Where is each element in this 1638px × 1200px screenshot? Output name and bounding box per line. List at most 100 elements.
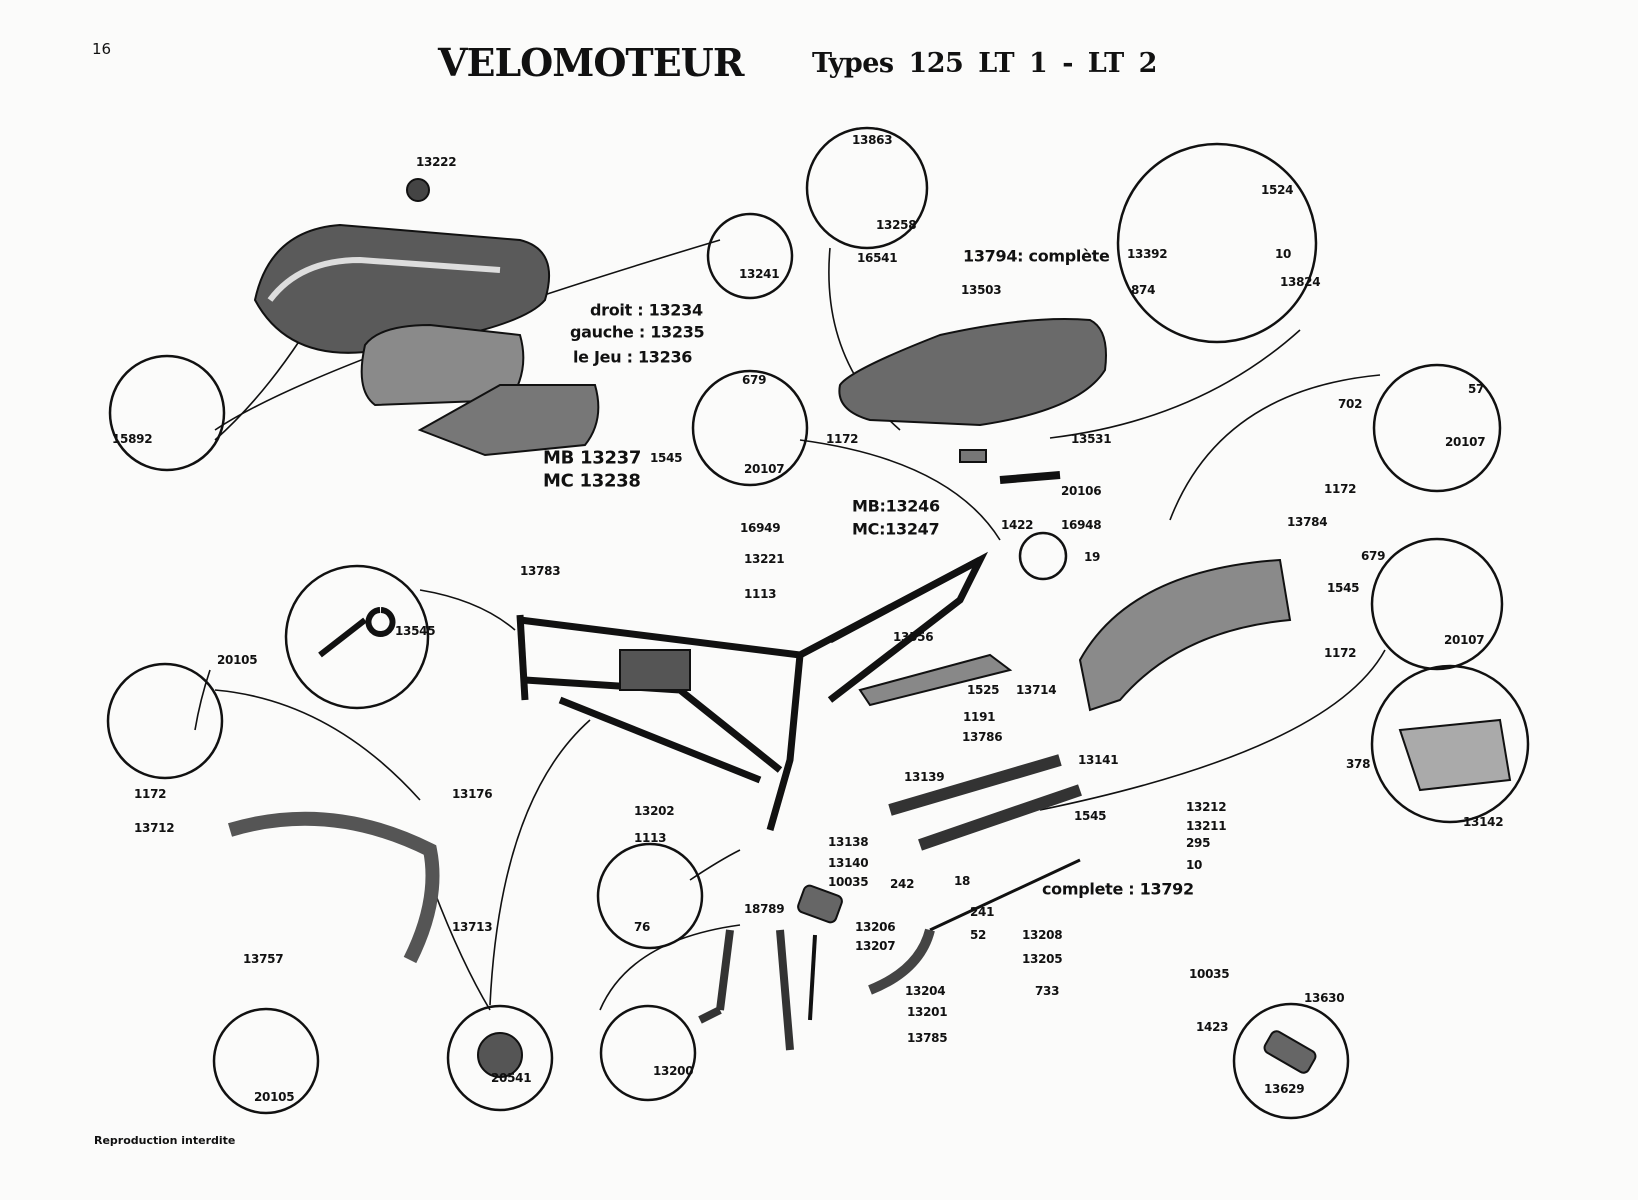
spring-13201 <box>808 934 817 1021</box>
part-number-label: 20107 <box>744 462 785 476</box>
seat <box>838 318 1107 427</box>
swing-arm-end <box>1398 718 1512 792</box>
part-number-label: 13713 <box>452 920 493 934</box>
part-number-label: 378 <box>1346 757 1371 771</box>
detail-circle-tank-bolt <box>108 354 226 472</box>
part-number-label: 13205 <box>1022 952 1063 966</box>
part-number-label: 679 <box>1361 549 1386 563</box>
frame <box>516 551 989 831</box>
chain-guard-13714 <box>858 653 1013 707</box>
detail-circle-seat-mount <box>691 369 809 487</box>
part-number-label: 1545 <box>1327 581 1360 595</box>
part-number-label: 241 <box>970 905 995 919</box>
detail-circle-13200 <box>599 1004 697 1102</box>
part-number-label: 1545 <box>1074 809 1107 823</box>
part-number-label: 10035 <box>1189 967 1230 981</box>
key-13545 <box>318 607 396 658</box>
part-number-label: 15892 <box>112 432 153 446</box>
kickstand-13785 <box>698 929 794 1051</box>
part-number-label: 13786 <box>962 730 1003 744</box>
swing-arm-13786 <box>888 754 1082 851</box>
brake-pedal-13204 <box>868 928 935 995</box>
part-number-label: 20105 <box>217 653 258 667</box>
part-number-label: 13140 <box>828 856 869 870</box>
part-number-label: 20105 <box>254 1090 295 1104</box>
part-number-label: 13757 <box>243 952 284 966</box>
part-number-label: 13630 <box>1304 991 1345 1005</box>
part-number-label: 10 <box>1186 858 1203 872</box>
page-title: VELOMOTEUR <box>438 40 744 85</box>
part-number-label: 13794: complète <box>963 246 1110 266</box>
engine-plate <box>619 649 691 691</box>
detail-circle-fender-bracket <box>1370 537 1504 671</box>
part-number-label: 1191 <box>963 710 996 724</box>
part-number-label: 13204 <box>905 984 946 998</box>
part-number-label: 13629 <box>1264 1082 1305 1096</box>
part-number-label: 10035 <box>828 875 869 889</box>
part-number-label: 13212 <box>1186 800 1227 814</box>
part-number-label: 1172 <box>134 787 167 801</box>
detail-circle-20105-bottom <box>212 1007 320 1115</box>
part-number-label: MB 13237 <box>543 447 642 469</box>
part-number-label: 13714 <box>1016 683 1057 697</box>
part-number-label: 1422 <box>1001 518 1034 532</box>
part-number-label: 10 <box>1275 247 1292 261</box>
part-number-label: 733 <box>1035 984 1060 998</box>
part-number-label: 13202 <box>634 804 675 818</box>
detail-circle-1113 <box>596 842 704 950</box>
tank-badge-panel <box>417 384 600 457</box>
part-number-label: gauche : 13235 <box>570 322 705 342</box>
part-number-label: 13258 <box>876 218 917 232</box>
part-number-label: 20107 <box>1444 633 1485 647</box>
part-number-label: le Jeu : 13236 <box>573 347 693 367</box>
part-number-label: 1423 <box>1196 1020 1229 1034</box>
part-number-label: 13206 <box>855 920 896 934</box>
part-number-label: 1172 <box>826 432 859 446</box>
part-number-label: 13785 <box>907 1031 948 1045</box>
seat-pin <box>999 471 1061 484</box>
part-number-label: 18 <box>954 874 971 888</box>
part-number-label: 13200 <box>653 1064 694 1078</box>
part-number-label: 1524 <box>1261 183 1294 197</box>
part-number-label: MC 13238 <box>543 470 641 492</box>
part-number-label: 20106 <box>1061 484 1102 498</box>
part-number-label: 13545 <box>395 624 436 638</box>
part-number-label: 16949 <box>740 521 781 535</box>
part-number-label: 1113 <box>634 831 667 845</box>
part-number-label: 1172 <box>1324 482 1357 496</box>
part-number-label: 13201 <box>907 1005 948 1019</box>
part-number-label: 13392 <box>1127 247 1168 261</box>
tank-knee-pad <box>360 323 525 407</box>
detail-circle-20541 <box>446 1004 554 1112</box>
part-number-label: 13139 <box>904 770 945 784</box>
tank-cap <box>406 178 430 202</box>
part-number-label: 20107 <box>1445 435 1486 449</box>
detail-circle-13545 <box>284 564 430 710</box>
part-number-label: 13503 <box>961 283 1002 297</box>
detail-circle-1422 <box>1018 531 1068 581</box>
part-number-label: 13138 <box>828 835 869 849</box>
detail-circle-13142 <box>1370 664 1530 824</box>
part-number-label: 13141 <box>1078 753 1119 767</box>
part-number-label: complete : 13792 <box>1042 879 1194 899</box>
detail-circle-fender-mount <box>1372 363 1502 493</box>
part-number-label: 18789 <box>744 902 785 916</box>
brake-rod-13792 <box>929 858 1081 932</box>
part-number-label: 16541 <box>857 251 898 265</box>
footer-note: Reproduction interdite <box>94 1134 236 1147</box>
part-number-label: 702 <box>1338 397 1363 411</box>
part-number-label: 19 <box>1084 550 1101 564</box>
part-number-label: 1525 <box>967 683 1000 697</box>
detail-circle-13241 <box>706 212 794 300</box>
part-number-label: 76 <box>634 920 651 934</box>
part-number-label: 13142 <box>1463 815 1504 829</box>
part-number-label: 13241 <box>739 267 780 281</box>
part-number-label: 52 <box>970 928 987 942</box>
part-number-label: 13783 <box>520 564 561 578</box>
detail-circle-seat-bolt <box>805 126 929 250</box>
part-number-label: 295 <box>1186 836 1211 850</box>
part-number-label: 13211 <box>1186 819 1227 833</box>
part-number-label: 13222 <box>416 155 457 169</box>
part-number-label: 13531 <box>1071 432 1112 446</box>
